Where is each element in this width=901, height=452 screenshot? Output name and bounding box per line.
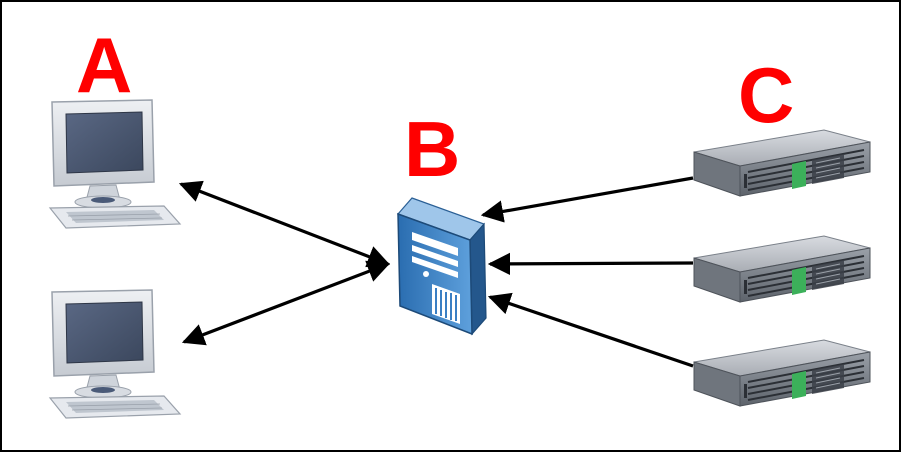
server-tower-icon (396, 197, 487, 336)
label-server: B (404, 105, 461, 193)
connection-arrows (178, 176, 694, 368)
label-clients: A (76, 21, 133, 109)
arrow-a1-to-b (178, 180, 391, 268)
arrow-a2-to-b (181, 260, 391, 346)
arrow-c3-to-b (487, 292, 694, 368)
arrow-c1-to-b (480, 176, 694, 223)
label-servers: C (738, 51, 795, 139)
arrow-c2-to-b (487, 252, 694, 276)
